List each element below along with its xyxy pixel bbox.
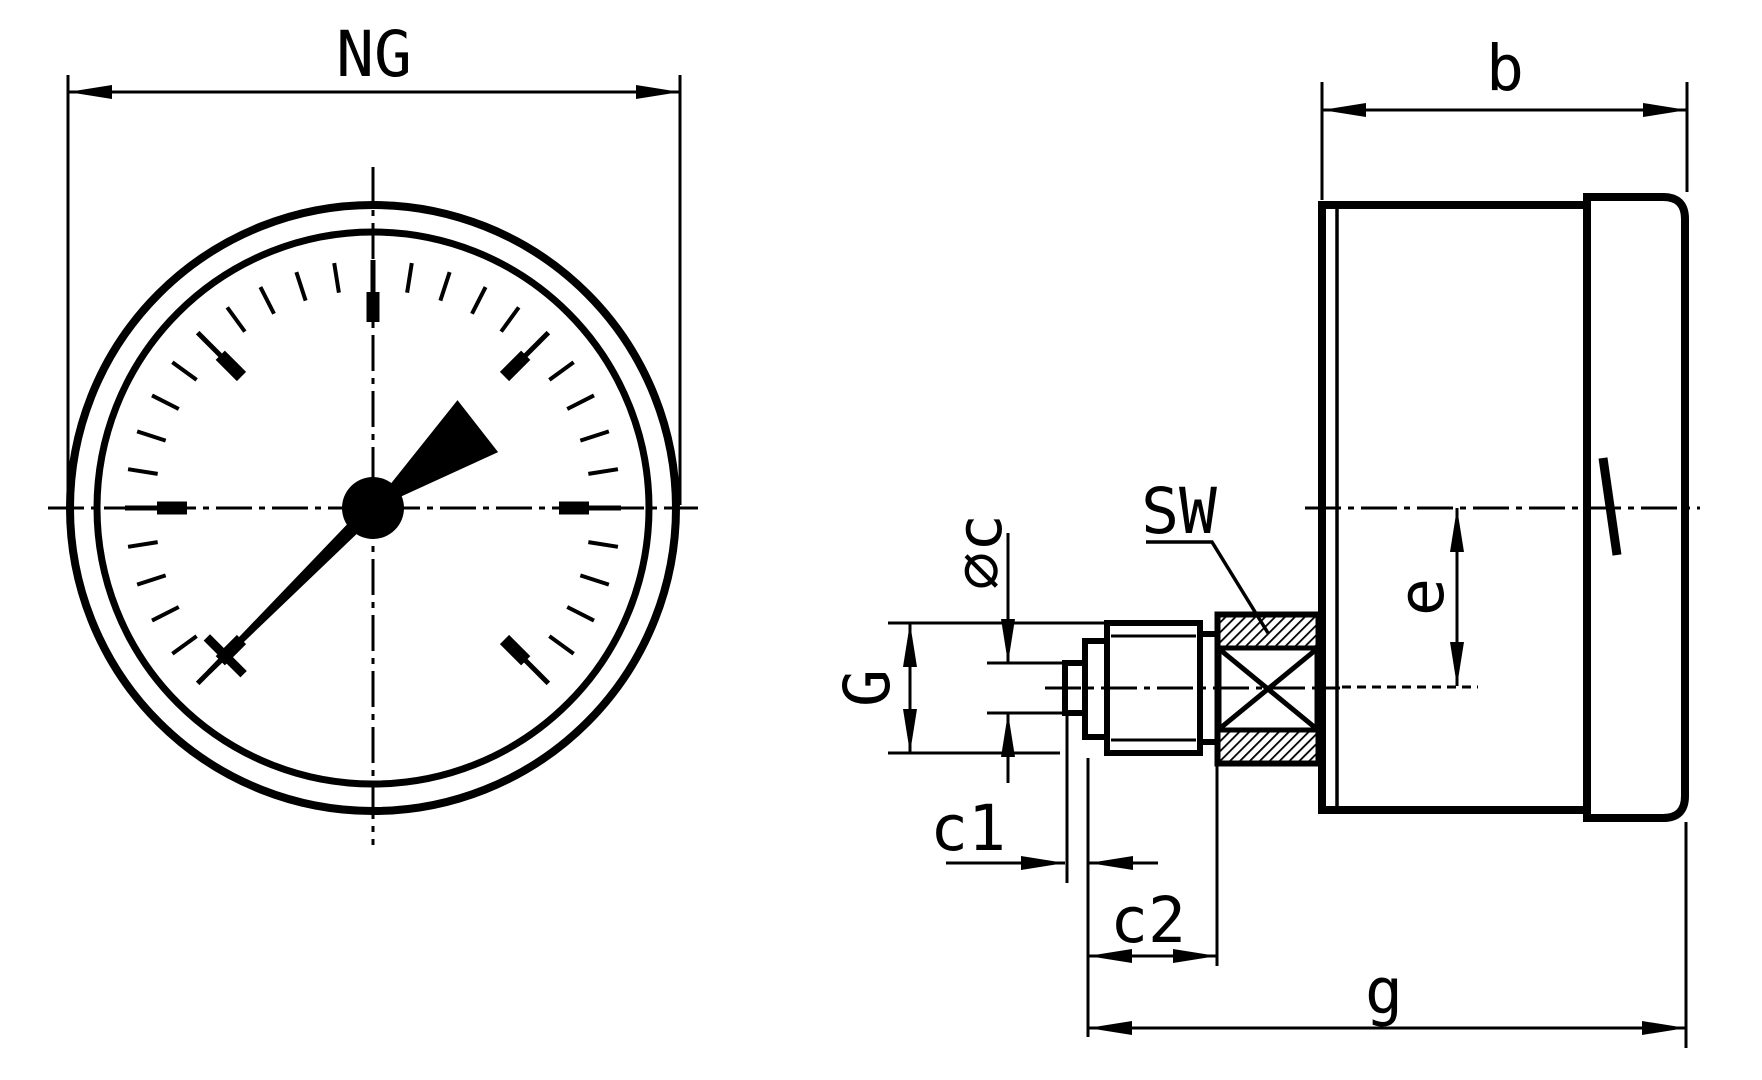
dim-label-e: e xyxy=(1385,578,1458,616)
dim-label-c2: c2 xyxy=(1110,884,1186,957)
dimension-lines xyxy=(66,75,1689,1048)
dim-label-g: g xyxy=(1365,955,1403,1028)
dim-label-ng: NG xyxy=(336,18,412,91)
dim-label-phi-c: ⌀c xyxy=(943,514,1016,590)
dim-label-b: b xyxy=(1486,32,1524,105)
wrench-size-label-sw: SW xyxy=(1141,475,1217,548)
dim-label-thread-g: G xyxy=(831,669,904,707)
dim-label-c1: c1 xyxy=(930,792,1006,865)
centerlines xyxy=(48,167,1700,845)
